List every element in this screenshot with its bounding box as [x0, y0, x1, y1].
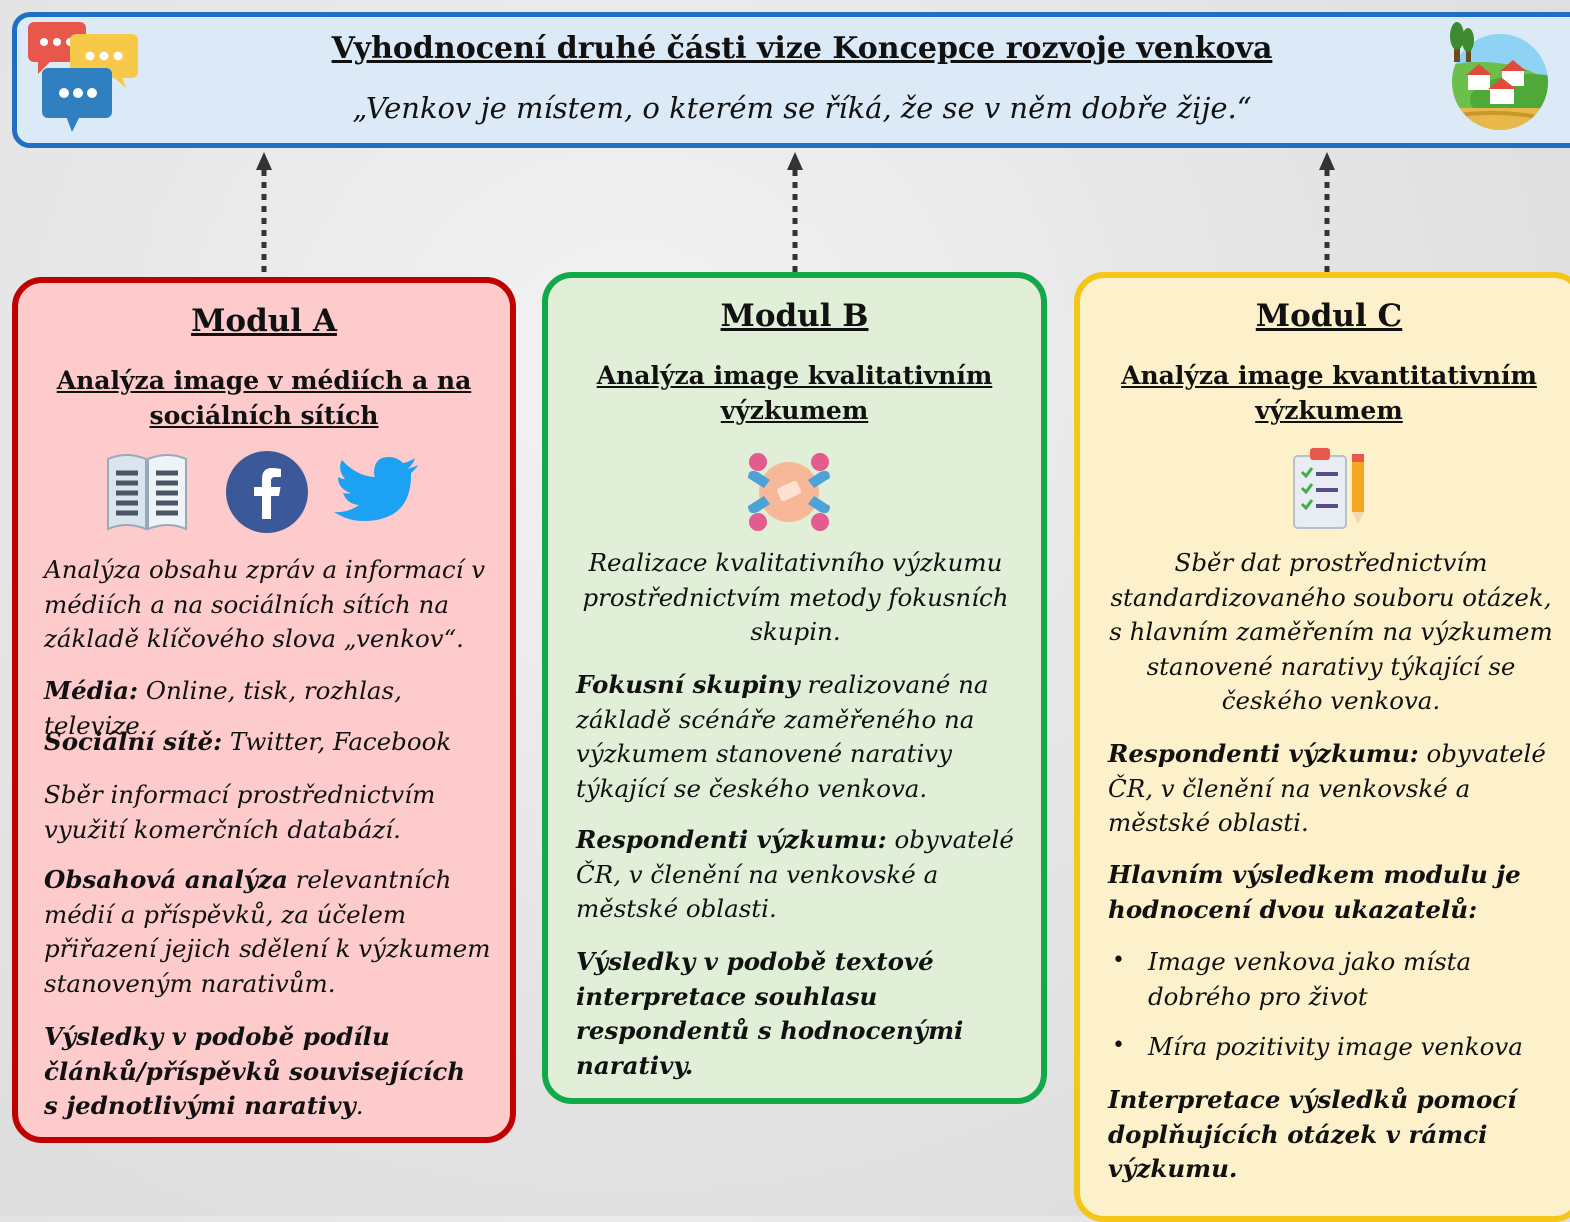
- focus-group-icon: [748, 453, 830, 531]
- interpretation-text: Interpretace výsledků pomocí doplňujícíc…: [1108, 1085, 1517, 1183]
- module-c-respondents: Respondenti výzkumu: obyvatelé ČR, v čle…: [1108, 737, 1548, 841]
- header-quote: „Venkov je místem, o kterém se říká, že …: [352, 91, 1252, 125]
- content-text: relevantních médií a příspěvků, za účele…: [44, 865, 491, 998]
- focus-text: realizované na základě scénáře zaměřenéh…: [576, 670, 989, 803]
- module-b-title: Modul B: [720, 298, 869, 334]
- resp-label: Respondenti výzkumu:: [576, 825, 887, 854]
- arrow-c-to-header: [1319, 152, 1335, 272]
- module-b-subtitle: Analýza image kvalitativním výzkumem: [596, 361, 993, 425]
- main-result-text: Hlavním výsledkem modulu je hodnocení dv…: [1108, 860, 1521, 924]
- module-b-results: Výsledky v podobě textové interpretace s…: [576, 945, 976, 1083]
- header-title: Vyhodnocení druhé části vize Koncepce ro…: [331, 31, 1273, 66]
- module-c-subtitle: Analýza image kvantitativním výzkumem: [1121, 361, 1537, 425]
- module-a-media: Média: Online, tisk, rozhlas, televize.: [44, 674, 504, 743]
- resp-text: obyvatelé ČR, v členění na venkovské a m…: [576, 825, 1014, 923]
- module-c-card: Modul C Analýza image kvantitativním výz…: [1074, 272, 1570, 1222]
- arrow-b-to-header: [787, 152, 803, 272]
- survey-checklist-icon: [1293, 448, 1364, 529]
- module-b-card: Modul B Analýza image kvalitativním výzk…: [542, 272, 1047, 1104]
- facebook-icon: [226, 451, 308, 533]
- media-text: Online, tisk, rozhlas, televize.: [44, 676, 402, 740]
- arrow-a-to-header: [256, 152, 272, 276]
- social-label: Sociální sítě:: [44, 727, 223, 756]
- social-text: Twitter, Facebook: [222, 727, 452, 756]
- newspaper-icon: [107, 454, 187, 531]
- results-text: Výsledky v podobě textové interpretace s…: [576, 947, 964, 1080]
- bullet-dot: •: [1112, 1033, 1125, 1058]
- module-c-interpretation: Interpretace výsledků pomocí doplňujícíc…: [1108, 1083, 1528, 1187]
- resp-text: obyvatelé ČR, v členění na venkovské a m…: [1108, 739, 1546, 837]
- module-b-focus-groups: Fokusní skupiny realizované na základě s…: [576, 668, 1016, 806]
- module-a-subtitle: Analýza image v médiích a na sociálních …: [56, 366, 472, 430]
- module-c-bullet-1: Image venkova jako místa dobrého pro živ…: [1148, 947, 1472, 1011]
- module-c-bullet-2: Míra pozitivity image venkova: [1148, 1032, 1523, 1061]
- village-icon: [1450, 22, 1548, 130]
- twitter-icon: [334, 457, 418, 521]
- chat-bubbles-icon: [28, 22, 138, 132]
- module-a-results: Výsledky v podobě podílu článků/příspěvk…: [44, 1022, 466, 1120]
- module-c-title: Modul C: [1255, 298, 1403, 334]
- module-a-title: Modul A: [191, 303, 337, 339]
- results-text: Výsledky v podobě podílu článků/příspěvk…: [44, 1022, 466, 1120]
- module-a-collection: Sběr informací prostřednictvím využití k…: [44, 780, 436, 844]
- module-a-card: Modul A Analýza image v médiích a na soc…: [12, 277, 516, 1143]
- media-label: Média:: [44, 676, 139, 705]
- module-b-description: Realizace kvalitativního výzkumu prostře…: [582, 548, 1009, 646]
- module-b-respondents: Respondenti výzkumu: obyvatelé ČR, v čle…: [576, 823, 1016, 927]
- module-a-content-analysis: Obsahová analýza relevantních médií a př…: [44, 863, 494, 1001]
- module-a-social: Sociální sítě: Twitter, Facebook: [44, 725, 504, 760]
- content-label: Obsahová analýza: [44, 865, 288, 894]
- focus-label: Fokusní skupiny: [576, 670, 800, 699]
- module-c-main-result: Hlavním výsledkem modulu je hodnocení dv…: [1108, 858, 1528, 927]
- vision-header: Vyhodnocení druhé části vize Koncepce ro…: [12, 12, 1570, 148]
- resp-label: Respondenti výzkumu:: [1108, 739, 1419, 768]
- bullet-dot: •: [1112, 948, 1125, 973]
- module-c-description: Sběr dat prostřednictvím standardizované…: [1109, 548, 1553, 715]
- module-a-description: Analýza obsahu zpráv a informací v médií…: [44, 555, 486, 653]
